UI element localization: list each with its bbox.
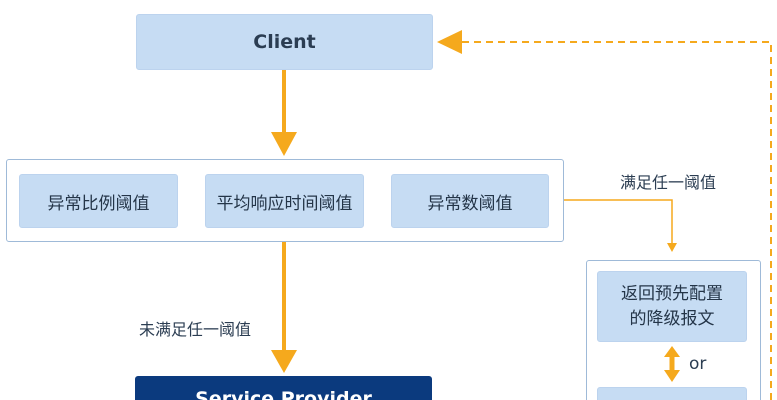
or-label: or xyxy=(689,354,707,374)
threshold-avg-response-time: 平均响应时间阈值 xyxy=(205,174,364,228)
service-provider-node: Service Provider xyxy=(135,376,432,400)
threshold-error-ratio-label: 异常比例阈值 xyxy=(47,193,150,214)
arrow-thresholds-to-provider xyxy=(271,242,297,373)
arrow-or-bidirectional xyxy=(664,346,680,382)
fallback-line-2: 的降级报文 xyxy=(629,308,715,329)
met-label: 满足任一阈值 xyxy=(620,173,717,192)
threshold-avg-response-time-label: 平均响应时间阈值 xyxy=(216,193,353,214)
threshold-error-ratio: 异常比例阈值 xyxy=(19,174,178,228)
arrow-fallback-to-client-dashed xyxy=(437,30,772,400)
not-met-label: 未满足任一阈值 xyxy=(139,320,252,339)
fallback-line-1: 返回预先配置 xyxy=(621,283,723,304)
fallback-alternative-node xyxy=(597,387,747,400)
arrow-thresholds-to-fallback xyxy=(564,199,677,252)
client-label: Client xyxy=(253,31,316,53)
fallback-response-node: 返回预先配置 的降级报文 xyxy=(597,271,747,342)
service-provider-label: Service Provider xyxy=(195,388,372,400)
client-node: Client xyxy=(136,14,433,70)
threshold-error-count-label: 异常数阈值 xyxy=(427,193,513,214)
threshold-error-count: 异常数阈值 xyxy=(391,174,549,228)
arrow-client-to-thresholds xyxy=(271,70,297,156)
